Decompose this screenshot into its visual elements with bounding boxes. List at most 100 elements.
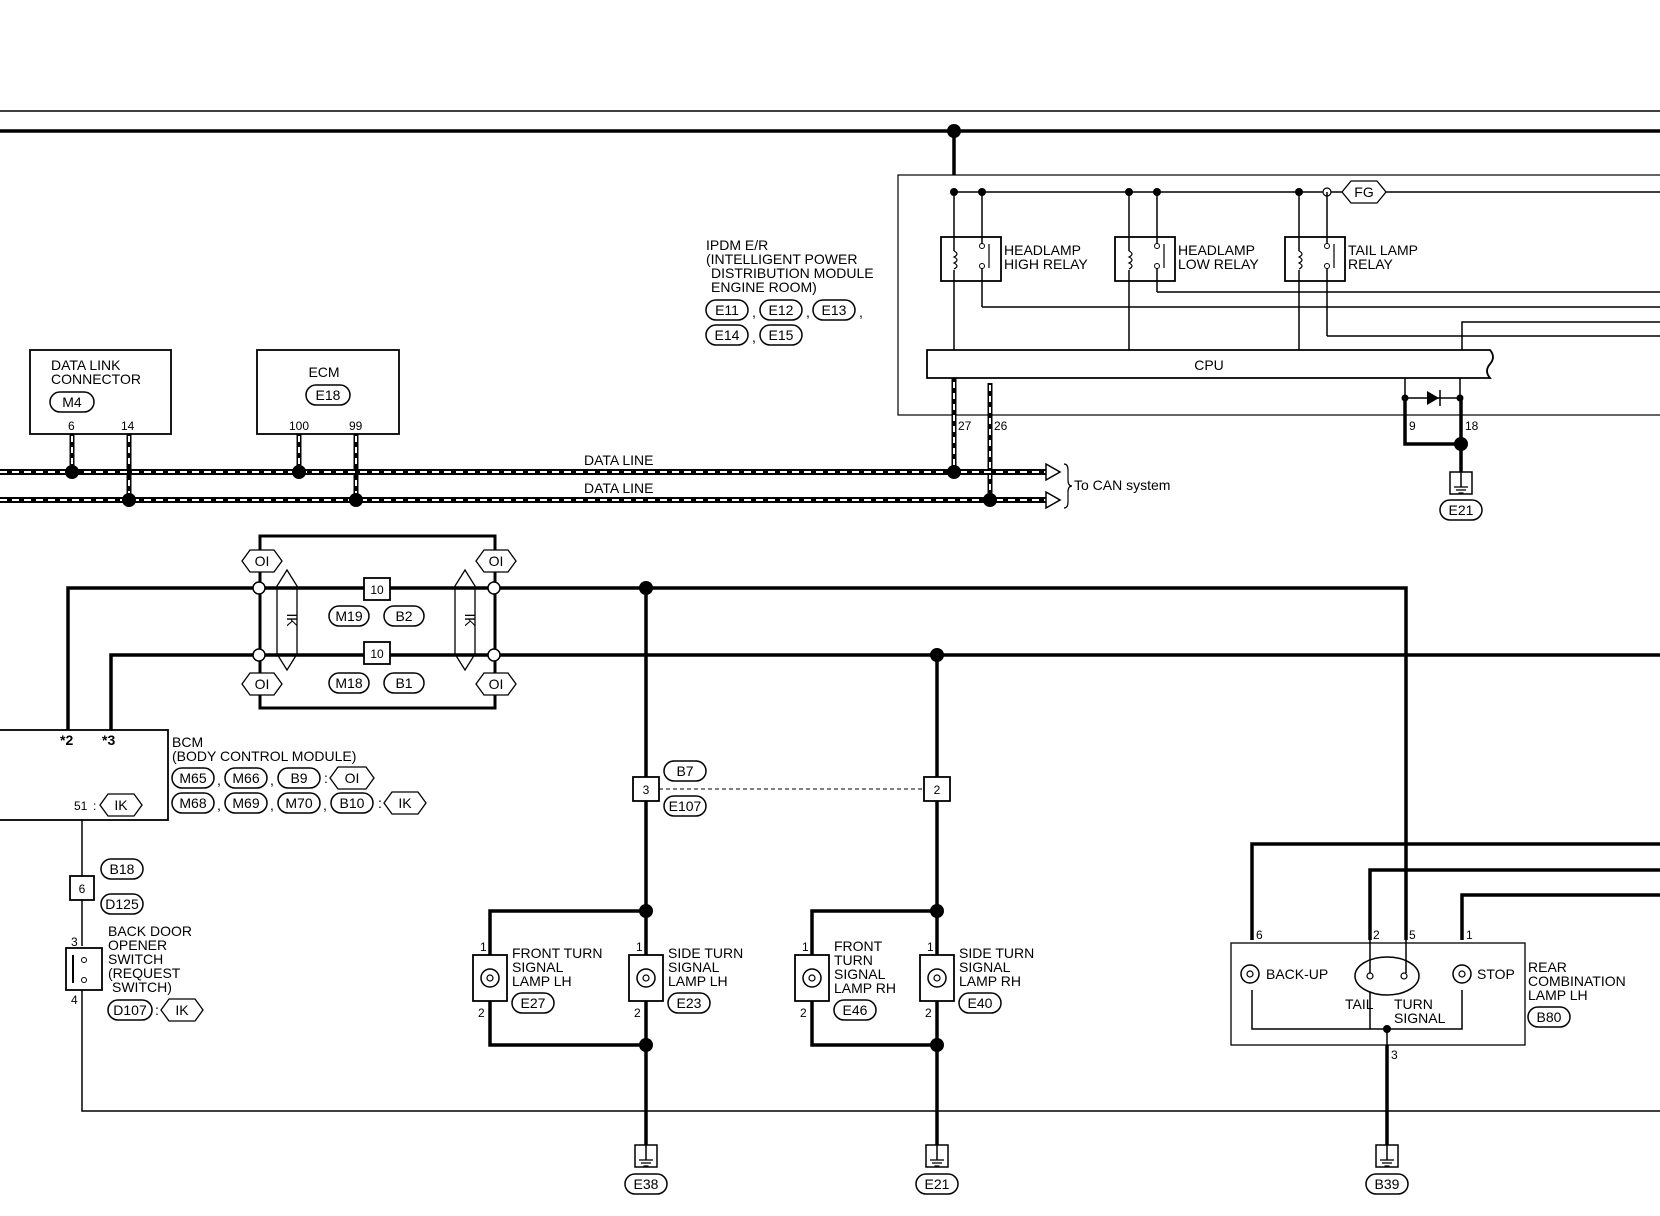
svg-text:3: 3 [71, 935, 78, 949]
svg-text:E18: E18 [316, 387, 341, 403]
svg-text::: : [155, 1002, 159, 1018]
svg-text:1: 1 [636, 940, 643, 954]
svg-text:,: , [270, 797, 274, 813]
svg-text:6: 6 [68, 419, 75, 433]
side-turn-lamp-rh: 1 2 SIDE TURN SIGNAL LAMP RH E40 [919, 940, 1034, 1020]
svg-text:1: 1 [1466, 928, 1473, 942]
svg-text:E12: E12 [769, 302, 794, 318]
svg-text:B80: B80 [1537, 1009, 1562, 1025]
svg-text::: : [324, 770, 328, 786]
svg-text::: : [93, 799, 96, 813]
svg-text:,: , [323, 797, 327, 813]
svg-text:SWITCH: SWITCH [108, 951, 163, 967]
svg-text:2: 2 [478, 1006, 485, 1020]
svg-text:HEADLAMP: HEADLAMP [1004, 242, 1081, 258]
ipdm-diode: 9 18 [1401, 378, 1479, 472]
junction-connector: 3 2 B7 E107 [632, 760, 951, 817]
svg-text:27: 27 [958, 419, 972, 433]
svg-text:BCM: BCM [172, 734, 203, 750]
bcm: *2 *3 51 : IK BCM (BODY CONTROL MODULE) [0, 729, 356, 821]
svg-text:COMBINATION: COMBINATION [1528, 973, 1626, 989]
svg-text:E21: E21 [925, 1176, 950, 1192]
svg-text:D125: D125 [105, 896, 139, 912]
fuse-label: FG [1354, 184, 1373, 200]
svg-text:99: 99 [349, 419, 363, 433]
svg-text:OI: OI [345, 770, 360, 786]
svg-text:9: 9 [1409, 419, 1416, 433]
svg-text:2: 2 [800, 1006, 807, 1020]
svg-text:E40: E40 [968, 995, 993, 1011]
svg-text:E13: E13 [822, 302, 847, 318]
svg-text:1: 1 [480, 940, 487, 954]
svg-text:E11: E11 [715, 302, 739, 318]
can-drops [69, 434, 359, 500]
svg-text:DISTRIBUTION MODULE: DISTRIBUTION MODULE [711, 265, 874, 281]
svg-text:3: 3 [643, 783, 650, 797]
svg-text:M68: M68 [179, 795, 206, 811]
svg-text:TURN: TURN [1394, 996, 1433, 1012]
svg-text:D107: D107 [113, 1002, 147, 1018]
svg-text:ENGINE ROOM): ENGINE ROOM) [711, 279, 817, 295]
svg-text:LAMP LH: LAMP LH [1528, 987, 1588, 1003]
svg-text:,: , [806, 304, 810, 320]
svg-text:26: 26 [994, 419, 1008, 433]
svg-text:*3: *3 [102, 732, 115, 748]
svg-text:B9: B9 [290, 770, 307, 786]
svg-text:E23: E23 [677, 995, 702, 1011]
svg-text:B7: B7 [676, 763, 693, 779]
svg-text:M70: M70 [285, 795, 312, 811]
svg-text:10: 10 [370, 647, 384, 661]
svg-text:SIGNAL: SIGNAL [1394, 1010, 1446, 1026]
svg-text:,: , [859, 304, 863, 320]
svg-text:E15: E15 [769, 327, 794, 343]
svg-text:OI: OI [489, 553, 504, 569]
svg-text:IK: IK [284, 613, 300, 627]
svg-text:HIGH RELAY: HIGH RELAY [1004, 256, 1088, 272]
svg-text:14: 14 [121, 419, 135, 433]
cpu-block: CPU [926, 349, 1494, 379]
backup-wire [1250, 842, 1660, 940]
svg-text:FRONT TURN: FRONT TURN [512, 945, 602, 961]
headlamp-high-relay: HEADLAMP HIGH RELAY [940, 192, 1088, 350]
front-turn-lamp-rh: 1 2 FRONT TURN SIGNAL LAMP RH E46 [794, 938, 896, 1021]
ground-e38: E38 [624, 1173, 668, 1195]
fuse-fg: FG [1341, 180, 1387, 204]
svg-text:IK: IK [462, 613, 478, 627]
ground-symbol [925, 1144, 949, 1168]
backdoor-pin-6: 6 B18 D125 [69, 858, 144, 915]
svg-text:OPENER: OPENER [108, 937, 167, 953]
svg-text:SIDE TURN: SIDE TURN [959, 945, 1034, 961]
svg-text:E107: E107 [669, 798, 702, 814]
svg-text:CONNECTOR: CONNECTOR [51, 371, 141, 387]
ground-b39: B39 [1365, 1173, 1409, 1195]
can-system-label: To CAN system [1074, 477, 1170, 493]
svg-text:,: , [217, 772, 221, 788]
svg-text:,: , [217, 797, 221, 813]
svg-text:M69: M69 [232, 795, 259, 811]
svg-text:LAMP LH: LAMP LH [512, 973, 572, 989]
ecm: ECM E18 100 99 [256, 349, 400, 435]
svg-text:HEADLAMP: HEADLAMP [1178, 242, 1255, 258]
svg-text:IK: IK [398, 795, 412, 811]
svg-text:,: , [752, 304, 756, 320]
data-line-label-1: DATA LINE [584, 452, 654, 468]
svg-text:(INTELLIGENT POWER: (INTELLIGENT POWER [706, 251, 857, 267]
svg-text:FRONT: FRONT [834, 938, 883, 954]
joint-connector: OI OI OI OI IK IK 10 10 M19 B2 M18 B1 [241, 534, 517, 710]
svg-text:6: 6 [1256, 928, 1263, 942]
svg-text:LAMP RH: LAMP RH [834, 980, 896, 996]
ipdm-frame [897, 174, 1660, 416]
svg-text:TAIL: TAIL [1345, 996, 1374, 1012]
svg-text:E46: E46 [843, 1002, 868, 1018]
svg-text:1: 1 [927, 940, 934, 954]
svg-text::: : [378, 795, 382, 811]
ipdm-label: IPDM E/R (INTELLIGENT POWER DISTRIBUTION… [706, 237, 874, 295]
ground-e21-bottom: E21 [915, 1173, 959, 1195]
svg-text:DATA LINK: DATA LINK [51, 357, 121, 373]
bcm-connectors: M65 , M66 , B9 : OI M68 , M69 , M70 , B1… [171, 766, 427, 815]
bcm-wire-2 [66, 586, 259, 730]
stop-wire [1460, 893, 1660, 940]
svg-text:REAR: REAR [1528, 959, 1567, 975]
svg-text:18: 18 [1465, 419, 1479, 433]
